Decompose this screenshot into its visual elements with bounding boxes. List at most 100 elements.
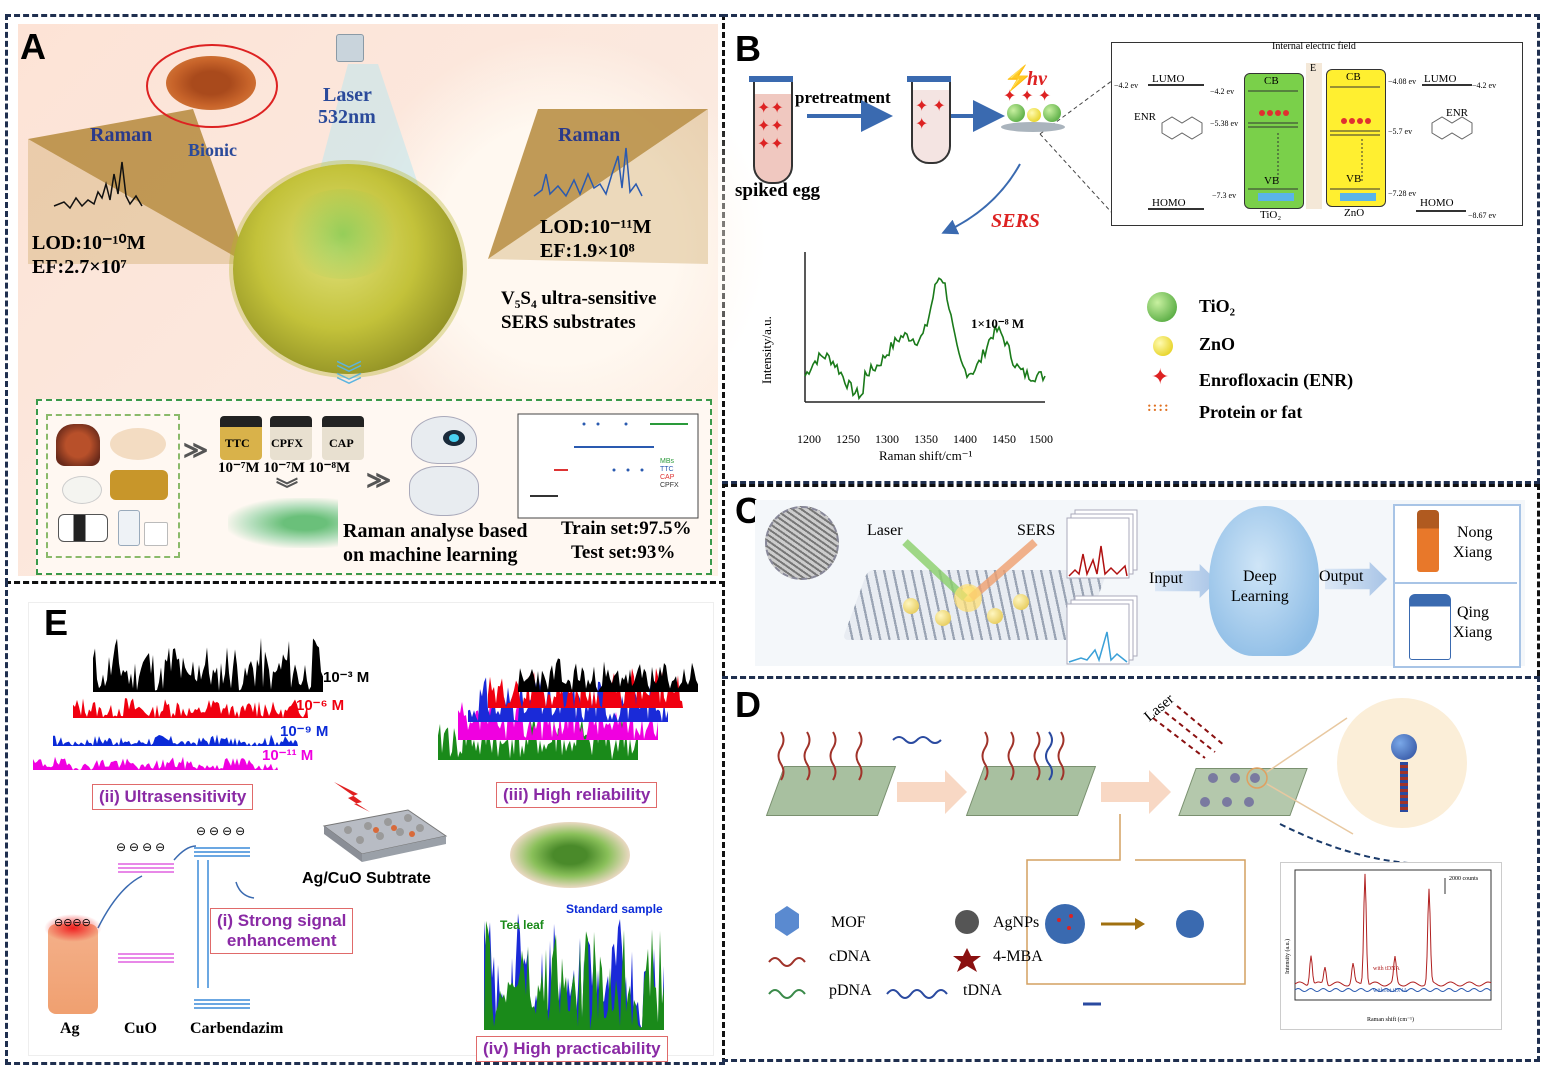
cuo-label: CuO <box>124 1020 157 1037</box>
rooster-icon <box>56 424 100 466</box>
panel-d: D <box>735 684 1530 1056</box>
substrate-line1: V₅S₄ ultra-sensitive <box>501 288 657 309</box>
food-box <box>46 414 180 558</box>
scatter-legend-ttc: TTC <box>660 466 674 473</box>
lumo-left: LUMO <box>1152 73 1185 85</box>
legend-4mba: 4-MBA <box>993 948 1043 965</box>
carb-electrons: ⊖ ⊖ ⊖ ⊖ <box>196 824 246 838</box>
panel-b-xtick-7: 1500 <box>1029 432 1053 446</box>
nong-line2: Xiang <box>1453 544 1493 561</box>
tio2-ball-2 <box>1043 104 1061 122</box>
laser-emitter <box>336 34 364 62</box>
internal-field-label: Internal electric field <box>1272 41 1356 52</box>
output-label: Output <box>1319 568 1364 585</box>
zno-ball <box>1027 108 1041 122</box>
tio2-ball <box>1007 104 1025 122</box>
d-chart-box <box>1280 862 1502 1030</box>
zoom-mof <box>1391 734 1417 760</box>
zno-vb: VB <box>1346 173 1362 185</box>
legend-tdna: tDNA <box>963 982 1003 999</box>
panel-b-xtick-3: 1300 <box>875 432 899 446</box>
panel-d-graphics <box>768 705 1431 1006</box>
c-laser-beams <box>902 538 1038 612</box>
bionic-ellipse <box>146 44 278 128</box>
scatter-legend-cpfx: CPFX <box>660 482 679 489</box>
ag-glow <box>44 914 102 942</box>
ml-line1: Raman analyse based <box>343 520 528 542</box>
legend-tio2: TiO₂ <box>1199 296 1236 316</box>
scatter-legend: MBs TTC CAP CPFX <box>660 458 679 490</box>
substrate-line2: SERS substrates <box>501 312 636 333</box>
legend-agnps: AgNPs <box>993 914 1040 931</box>
standard-sample-label: Standard sample <box>566 902 663 916</box>
roast-chicken-icon <box>110 470 168 500</box>
raman-left-spectrum <box>53 147 643 210</box>
input-label: Input <box>1149 570 1183 587</box>
ef-right: EF:1.9×10⁸ <box>540 240 635 262</box>
strong-line2: enhancement <box>226 931 337 950</box>
c-spectra <box>1066 509 1138 665</box>
tag-strong-signal: (i) Strong signal enhancement <box>210 908 354 954</box>
arrows-2: ≫ <box>366 468 392 494</box>
raman-right-label: Raman <box>558 124 621 146</box>
tube-1 <box>753 80 793 184</box>
sers-label: SERS <box>991 210 1040 232</box>
panel-b-ylabel: Intensity/a.u. <box>759 316 774 384</box>
legend-zno: ZnO <box>1199 334 1236 354</box>
np-1 <box>903 598 919 614</box>
d-chart <box>1294 869 1492 1001</box>
c-laser-label: Laser <box>867 522 903 539</box>
zno-band <box>1326 69 1386 207</box>
legend-enr-star: ✦ <box>1151 364 1170 389</box>
cow-icon <box>58 514 108 542</box>
jar-cap-label: CAP <box>329 436 354 450</box>
d-without-label: without tDNA <box>1373 988 1408 994</box>
panel-d-label: D <box>735 684 761 725</box>
e-right-homo: −8.67 ev <box>1468 211 1497 220</box>
panel-a-label: A <box>20 26 46 67</box>
legend-cdna: cDNA <box>829 948 871 965</box>
panel-e-label: E <box>44 602 69 643</box>
ml-scatter-plot <box>517 413 699 519</box>
d-counts: 2000 counts <box>1449 876 1479 882</box>
deep-label: Deep <box>1243 568 1277 585</box>
frame-panel-b <box>722 14 1540 484</box>
carbendazim-label: Carbendazim <box>190 1020 284 1037</box>
sem-image <box>765 506 839 580</box>
arrows-1: ≫ <box>183 438 209 464</box>
laser-label: Laser <box>323 84 372 106</box>
scatter-legend-cap: CAP <box>660 474 675 481</box>
bionic-label: Bionic <box>188 140 238 160</box>
tube-2-cap <box>907 76 951 82</box>
panel-b-spectrum <box>804 252 1046 403</box>
raman-left-label: Raman <box>90 124 153 146</box>
panel-b-xtick-4: 1350 <box>914 432 938 446</box>
ef-left: EF:2.7×10⁷ <box>32 256 127 278</box>
jar-ttc-label: TTC <box>225 436 250 450</box>
e-zno-cb: −4.08 ev <box>1388 77 1417 86</box>
zoom-dna <box>1400 762 1408 812</box>
d-ylabel: Intensity (a.u.) <box>1285 938 1291 974</box>
chicken-meat-icon <box>110 428 166 460</box>
lumo-right: LUMO <box>1424 73 1457 85</box>
nong-line1: Nong <box>1457 524 1493 541</box>
np-5 <box>1013 594 1029 610</box>
legend-pdna: pDNA <box>829 982 872 999</box>
tio2-band <box>1244 73 1304 209</box>
d-with-label: with tDNA <box>1373 966 1400 972</box>
tag-practicability: (iv) High practicability <box>476 1036 668 1062</box>
field-e: E <box>1310 63 1317 74</box>
laser-wavelength: 532nm <box>318 106 376 128</box>
spiked-egg-label: spiked egg <box>735 180 820 201</box>
v5s4-glow <box>283 189 403 279</box>
bionic-flower <box>166 56 256 110</box>
field-strip <box>1306 63 1322 209</box>
milk-icon <box>118 510 140 546</box>
tag-ultrasensitivity: (ii) Ultrasensitivity <box>92 784 254 810</box>
conc-1e-11: 10⁻¹¹ M <box>262 747 314 764</box>
tube-1-stars: ✦✦✦✦✦✦ <box>757 100 784 153</box>
panel-b: B ✦✦✦✦✦✦ spiked egg pretreatment ✦ ✦ ✦ ✦… <box>735 24 1530 476</box>
qing-line1: Qing <box>1457 604 1489 621</box>
robot-icon <box>403 416 483 516</box>
ml-line2: on machine learning <box>343 544 518 566</box>
